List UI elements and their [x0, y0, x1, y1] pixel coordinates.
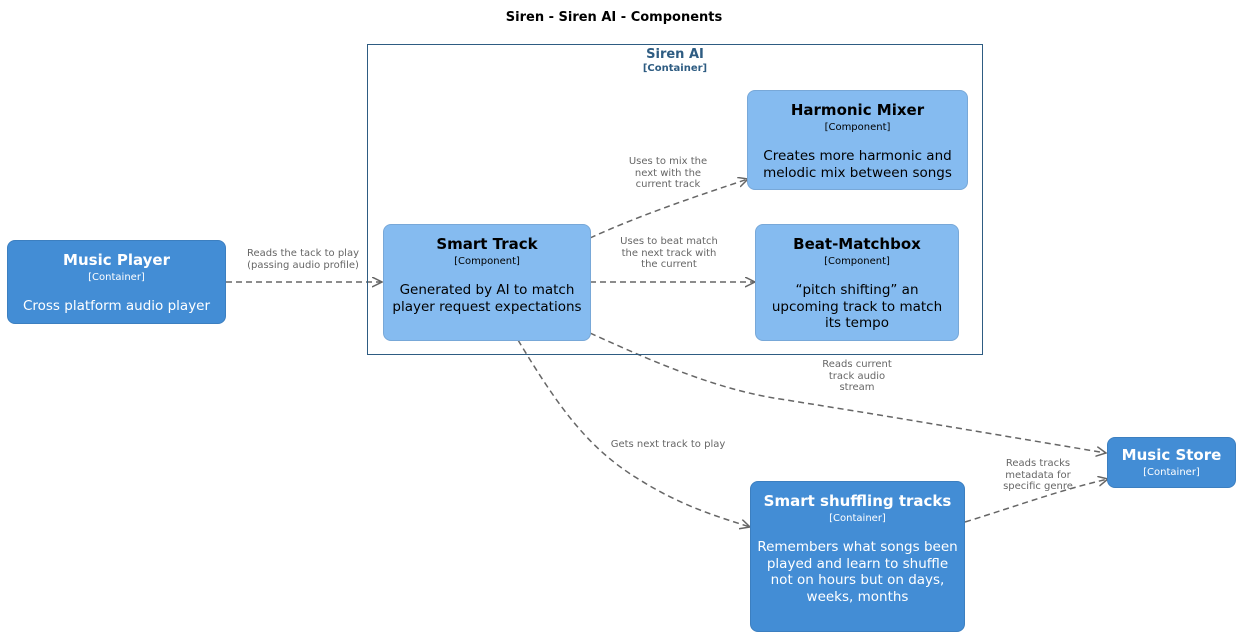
edge-label-track-to-shuffling: Gets next track to play [610, 439, 726, 450]
node-type: [Component] [454, 256, 520, 267]
node-name: Smart Track [436, 235, 538, 253]
music-player-node[interactable]: Music Player [Container] Cross platform … [7, 240, 226, 324]
smart-shuffling-node[interactable]: Smart shuffling tracks [Container] Remem… [750, 481, 965, 632]
node-description: Cross platform audio player [22, 298, 211, 314]
node-description: Generated by AI to match player request … [392, 282, 582, 315]
edge-track-to-store [589, 332, 1106, 453]
harmonic-mixer-node[interactable]: Harmonic Mixer [Component] Creates more … [747, 90, 968, 190]
smart-track-node[interactable]: Smart Track [Component] Generated by AI … [383, 224, 591, 341]
node-type: [Container] [829, 513, 886, 524]
edge-track-to-mixer [589, 179, 748, 239]
node-type: [Container] [88, 272, 145, 283]
diagram-title: Siren - Siren AI - Components [505, 10, 723, 25]
node-type: [Component] [824, 256, 890, 267]
beat-matchbox-node[interactable]: Beat-Matchbox [Component] “pitch shiftin… [755, 224, 959, 341]
music-store-node[interactable]: Music Store [Container] [1107, 437, 1236, 488]
node-description: Creates more harmonic and melodic mix be… [763, 148, 952, 181]
node-type: [Container] [1143, 467, 1200, 478]
siren-ai-boundary: Siren AI [Container] [367, 44, 983, 355]
node-name: Music Player [63, 251, 170, 269]
node-name: Smart shuffling tracks [763, 492, 952, 510]
edge-label-shuffling-to-store: Reads tracks metadata for specific genre [1003, 458, 1073, 492]
edge-track-to-shuffling [517, 339, 750, 527]
node-description: “pitch shifting” an upcoming track to ma… [771, 282, 943, 331]
node-name: Beat-Matchbox [793, 235, 921, 253]
edge-label-track-to-mixer: Uses to mix the next with the current tr… [628, 156, 708, 190]
boundary-type: [Container] [642, 63, 708, 74]
node-description: Remembers what songs been played and lea… [757, 539, 958, 605]
edge-label-track-to-store: Reads current track audio stream [822, 359, 892, 393]
node-type: [Component] [824, 122, 891, 133]
node-name: Harmonic Mixer [790, 101, 925, 119]
edge-shuffling-to-store [964, 479, 1108, 523]
edge-label-player-to-track: Reads the tack to play (passing audio pr… [246, 248, 359, 271]
edge-label-track-to-beat: Uses to beat match the next track with t… [620, 236, 718, 270]
node-name: Music Store [1121, 446, 1222, 464]
boundary-name: Siren AI [646, 47, 704, 62]
